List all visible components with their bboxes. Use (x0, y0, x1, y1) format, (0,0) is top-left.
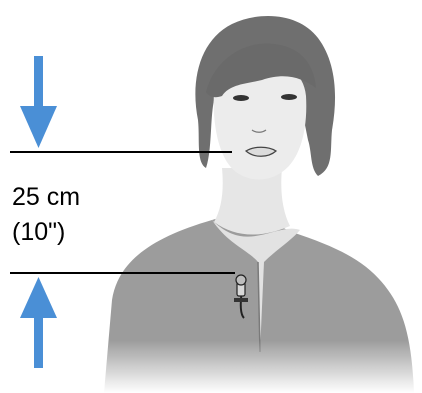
bottom-fade (90, 340, 422, 393)
right-eye (281, 94, 297, 100)
person-illustration (90, 16, 422, 393)
left-eye (233, 95, 249, 101)
distance-metric-label: 25 cm (12, 183, 80, 211)
up-arrow-icon (20, 277, 57, 368)
down-arrow-icon (20, 56, 57, 148)
distance-imperial-label: (10") (12, 218, 65, 246)
